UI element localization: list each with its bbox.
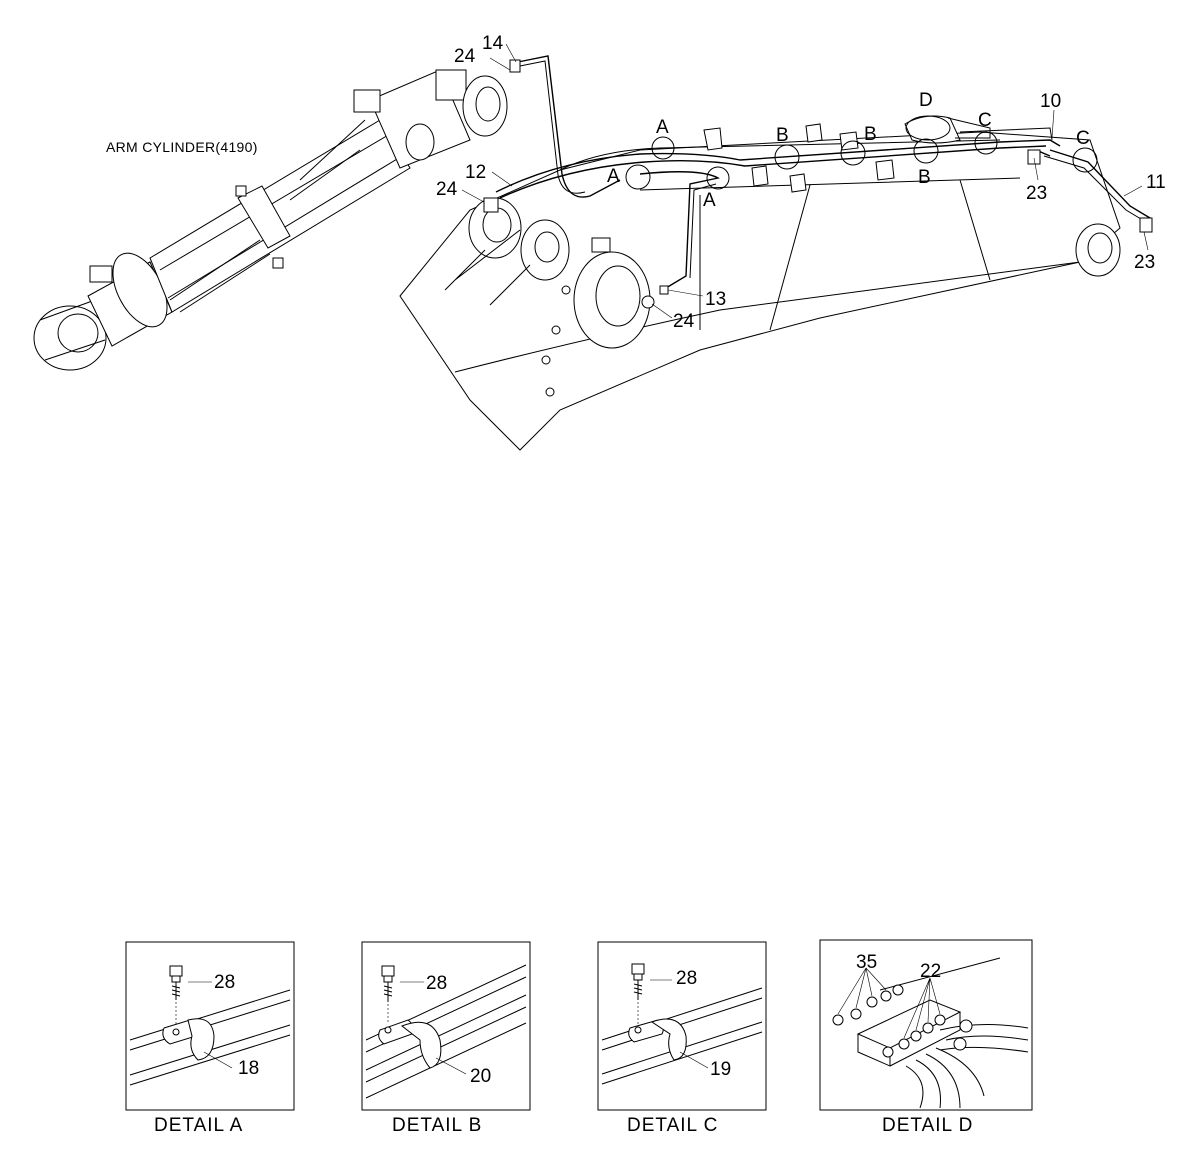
part-number-24-left: 24 <box>436 179 458 200</box>
detail-marker-a: A <box>607 166 620 187</box>
part-number-23-right: 23 <box>1134 252 1155 273</box>
detail-d-frame <box>819 939 1033 1111</box>
detail-marker-c: C <box>978 110 992 131</box>
detail-marker-a: A <box>656 117 669 138</box>
detail-d-panel: 35 22 DETAIL D <box>819 939 1033 1136</box>
detail-marker-c: C <box>1076 128 1090 149</box>
detail-b-frame <box>361 941 531 1111</box>
part-number-10: 10 <box>1040 91 1061 112</box>
leader-lines <box>461 43 1149 319</box>
detail-a-caption: DETAIL A <box>154 1115 243 1136</box>
detail-marker-b: B <box>776 125 789 146</box>
detail-a-panel: 28 18 DETAIL A <box>125 941 295 1136</box>
detail-marker-b: B <box>864 124 877 145</box>
detail-b-clamp-number: 20 <box>470 1066 491 1087</box>
part-number-24-bottom: 24 <box>673 311 695 332</box>
part-number-11: 11 <box>1146 172 1166 193</box>
boom-drawing <box>399 115 1121 451</box>
part-number-14: 14 <box>482 33 504 54</box>
detail-c-bolt-number: 28 <box>676 968 697 989</box>
detail-a-bolt-number: 28 <box>214 972 235 993</box>
arm-cylinder-label: ARM CYLINDER(4190) <box>106 139 258 155</box>
detail-c-frame <box>597 941 767 1111</box>
detail-b-caption: DETAIL B <box>392 1115 482 1136</box>
detail-d-fitting-number-22: 22 <box>920 961 941 982</box>
hydraulic-pipes <box>483 55 1153 309</box>
detail-a-clamp-number: 18 <box>238 1058 259 1079</box>
detail-c-caption: DETAIL C <box>627 1115 718 1136</box>
part-number-12: 12 <box>465 162 486 183</box>
detail-d-fitting-number-35: 35 <box>856 952 877 973</box>
part-number-13: 13 <box>705 289 726 310</box>
detail-marker-d: D <box>919 90 933 111</box>
detail-d-caption: DETAIL D <box>882 1115 973 1136</box>
detail-c-clamp-number: 19 <box>710 1059 731 1080</box>
detail-a-frame <box>125 941 295 1111</box>
detail-marker-b: B <box>918 167 931 188</box>
part-number-23-mid: 23 <box>1026 183 1047 204</box>
arm-cylinder-drawing <box>33 69 508 371</box>
detail-marker-circles <box>625 115 1098 190</box>
detail-marker-a: A <box>703 190 716 211</box>
part-number-24-top: 24 <box>454 46 476 67</box>
detail-c-panel: 28 19 DETAIL C <box>597 941 767 1136</box>
detail-b-panel: 28 20 DETAIL B <box>361 941 531 1136</box>
detail-b-bolt-number: 28 <box>426 973 447 994</box>
